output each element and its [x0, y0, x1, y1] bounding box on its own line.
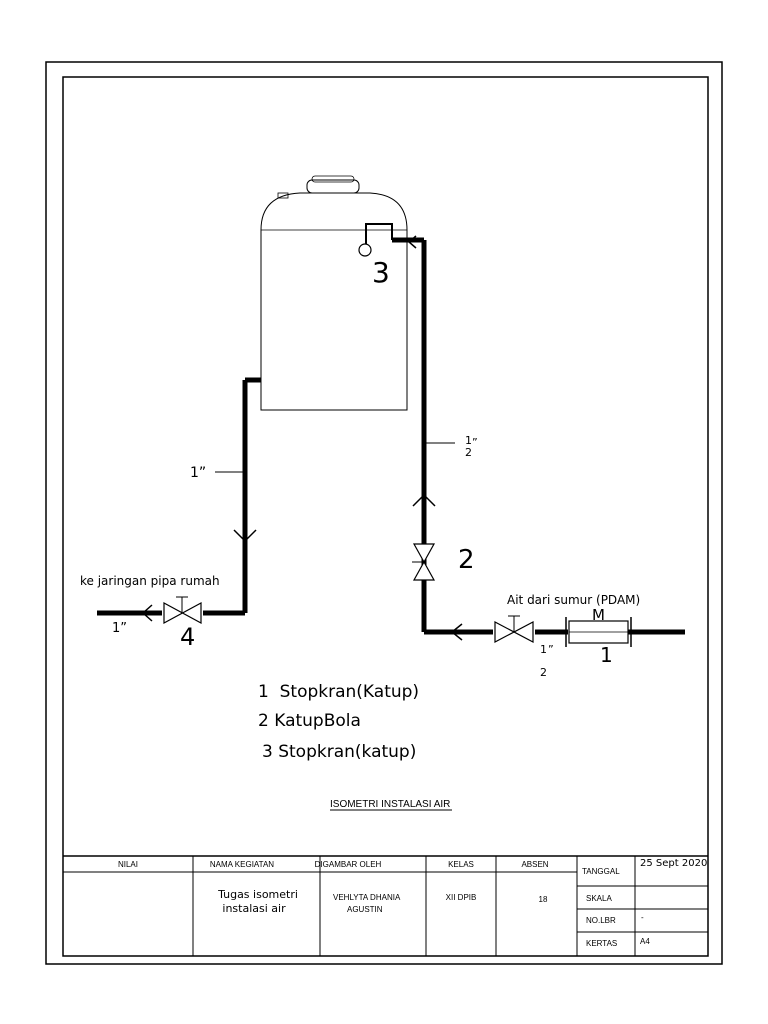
water-meter-icon — [565, 617, 632, 647]
valve-4-icon — [163, 596, 202, 625]
header-absen: ABSEN — [521, 860, 548, 869]
pipe-right-size-suffix: ” — [472, 436, 478, 449]
pipe-right-size-num: 1 — [465, 434, 472, 447]
legend-item-3: 3 Stopkran(katup) — [262, 742, 416, 762]
header-digambar-oleh: DIGAMBAR OLEH — [315, 860, 382, 869]
pipe-meter-size-suffix: ” — [548, 643, 554, 656]
nolbr-value: - — [641, 913, 644, 922]
kertas-value: A4 — [640, 937, 650, 946]
inlet-pipe — [392, 235, 685, 641]
header-nilai: NILAI — [118, 860, 138, 869]
digambar-oleh-line-2: AGUSTIN — [347, 905, 383, 914]
legend-item-1: 1 Stopkran(Katup) — [258, 682, 419, 702]
legend-item-2: 2 KatupBola — [258, 711, 361, 731]
nolbr-label: NO.LBR — [586, 916, 616, 925]
header-kelas: KELAS — [448, 860, 474, 869]
pipe-left-size-label: 1” — [190, 465, 206, 481]
tanggal-value: 25 Sept 2020 — [640, 858, 707, 869]
nama-kegiatan-line-1: Tugas isometri — [217, 888, 298, 901]
water-tank — [260, 175, 408, 411]
meter-marker-top: M — [592, 606, 605, 624]
pipe-right-size-den: 2 — [465, 446, 472, 459]
outlet-label: ke jaringan pipa rumah — [80, 574, 220, 588]
pipe-bottom-left-size-label: 1” — [112, 621, 127, 636]
header-nama-kegiatan: NAMA KEGIATAN — [210, 860, 274, 869]
valve-2-marker: 2 — [458, 545, 475, 575]
pipe-meter-size-den: 2 — [540, 666, 547, 679]
absen-value: 18 — [539, 895, 548, 904]
drawing-title: ISOMETRI INSTALASI AIR — [330, 799, 450, 810]
inlet-label: Ait dari sumur (PDAM) — [507, 593, 640, 607]
nama-kegiatan-line-2: instalasi air — [222, 902, 286, 915]
kelas-value: XII DPIB — [446, 893, 477, 902]
title-block-grid — [63, 855, 708, 956]
kertas-label: KERTAS — [586, 939, 617, 948]
tanggal-label: TANGGAL — [582, 867, 620, 876]
skala-label: SKALA — [586, 894, 612, 903]
valve-1-icon — [494, 615, 534, 643]
outlet-pipe — [97, 377, 261, 622]
pipe-meter-size-num: 1 — [540, 643, 547, 656]
tank-marker: 3 — [372, 256, 390, 289]
float-valve — [358, 223, 393, 257]
inner-frame — [62, 76, 709, 957]
valve-2-icon — [412, 543, 436, 581]
valve-4-marker: 4 — [180, 623, 195, 651]
outer-frame — [45, 61, 723, 965]
digambar-oleh-line-1: VEHLYTA DHANIA — [333, 893, 401, 902]
meter-marker-bottom: 1 — [600, 643, 613, 667]
